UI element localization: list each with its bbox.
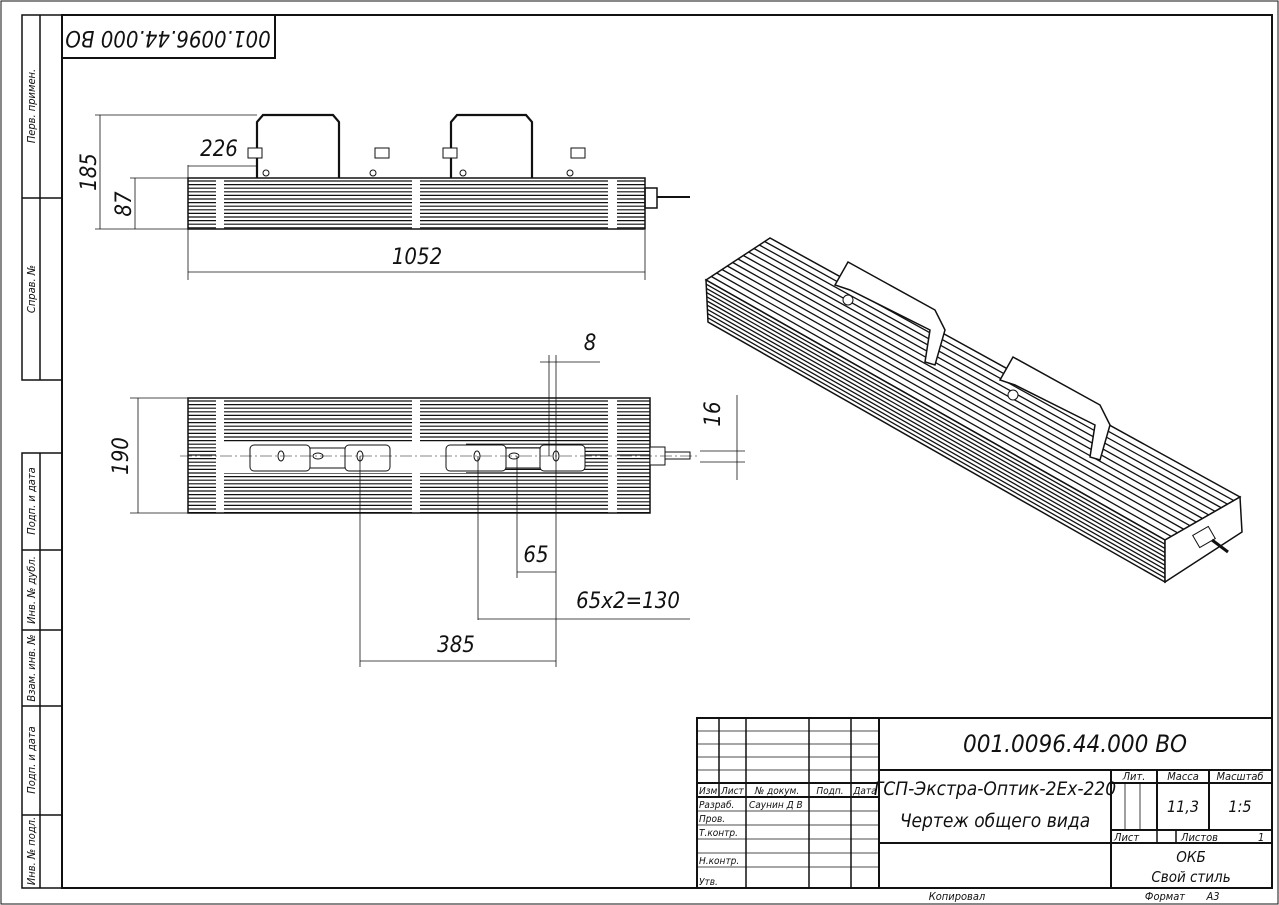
tb-sheets: 1: [1258, 831, 1264, 844]
side-label-inv-podl: Инв. № подл.: [25, 817, 38, 885]
side-label-podp-data-1: Подп. и дата: [25, 467, 38, 534]
fin-line: [707, 313, 1166, 575]
tb-header-date: Дата: [852, 786, 876, 797]
fin-line: [706, 296, 1166, 558]
tb-scale: 1:5: [1228, 797, 1251, 816]
fin-line: [706, 287, 1166, 549]
dim-16: 16: [701, 401, 726, 426]
tb-header-doc-no: № докум.: [754, 786, 799, 797]
dim-8: 8: [584, 331, 597, 356]
tb-header-izm: Изм: [699, 786, 718, 797]
fin-line: [707, 308, 1166, 570]
tb-role-utv: Утв.: [699, 877, 718, 888]
side-label-perv-primen: Перв. примен.: [25, 69, 38, 143]
tb-developer: Саунин Д В: [749, 800, 803, 811]
dim-385: 385: [437, 633, 475, 658]
tb-org-line1: ОКБ: [1176, 848, 1205, 866]
tb-header-sign: Подп.: [816, 786, 843, 797]
fin-line: [732, 261, 1197, 523]
dim-65x2: 65х2=130: [576, 589, 680, 614]
fin-line: [721, 268, 1185, 530]
fin-line: [737, 258, 1203, 520]
tb-sheet-label: Лист: [1113, 831, 1139, 844]
top-view: [130, 355, 745, 667]
tb-scale-label: Масштаб: [1216, 770, 1263, 783]
tb-copied-label: Копировал: [929, 890, 986, 903]
side-view: [95, 113, 690, 280]
fin-line: [716, 272, 1178, 534]
tb-header-list: Лист: [720, 786, 745, 797]
title-block-text: 001.0096.44.000 ВО ГСП-Экстра-Оптик-2Ех-…: [699, 730, 1264, 903]
tb-lit-label: Лит.: [1122, 770, 1146, 783]
fin-line: [707, 317, 1166, 579]
tb-sheets-label: Листов: [1180, 831, 1218, 844]
dim-87: 87: [112, 191, 137, 217]
side-label-vzam-inv: Взам. инв. №: [25, 634, 38, 701]
fin-line: [706, 304, 1166, 566]
dim-226: 226: [200, 137, 238, 162]
tb-format: А3: [1205, 890, 1219, 903]
tb-role-prov: Пров.: [699, 814, 725, 825]
tb-role-razrab: Разраб.: [699, 799, 734, 811]
fin-line: [748, 251, 1216, 512]
tb-mass-label: Масса: [1167, 770, 1199, 783]
dim-65: 65: [523, 543, 548, 568]
fin-line: [705, 283, 1166, 545]
fin-line: [727, 265, 1191, 527]
isometric-view: [704, 237, 1243, 584]
tb-product-name: ГСП-Экстра-Оптик-2Ех-220: [874, 778, 1116, 800]
dim-190: 190: [109, 437, 134, 475]
side-label-podp-data-2: Подп. и дата: [25, 726, 38, 793]
tb-code: 001.0096.44.000 ВО: [963, 730, 1187, 758]
fin-line: [743, 254, 1210, 516]
dim-1052: 1052: [392, 245, 442, 270]
main-frame: [61, 14, 1273, 889]
side-label-inv-dubl: Инв. № дубл.: [25, 556, 38, 624]
fin-line: [711, 275, 1172, 537]
tb-role-tkontr: Т.контр.: [699, 828, 738, 839]
code-stamp-box: [61, 14, 276, 59]
dim-185: 185: [77, 153, 102, 191]
tb-role-nkontr: Н.контр.: [699, 856, 739, 867]
title-block: [696, 717, 1273, 889]
code-stamp-text: 001.0096.44.000 ВО: [65, 25, 270, 50]
side-label-sprav: Справ. №: [25, 265, 38, 313]
side-columns: [21, 14, 63, 889]
fin-line: [753, 247, 1222, 509]
tb-document-name: Чертеж общего вида: [900, 810, 1090, 832]
tb-format-label: Формат: [1145, 890, 1185, 903]
tb-org-line2: Свой стиль: [1151, 868, 1230, 886]
tb-mass: 11,3: [1167, 797, 1199, 816]
fin-line: [706, 292, 1166, 554]
fin-line: [706, 300, 1166, 562]
fin-line: [759, 244, 1228, 505]
